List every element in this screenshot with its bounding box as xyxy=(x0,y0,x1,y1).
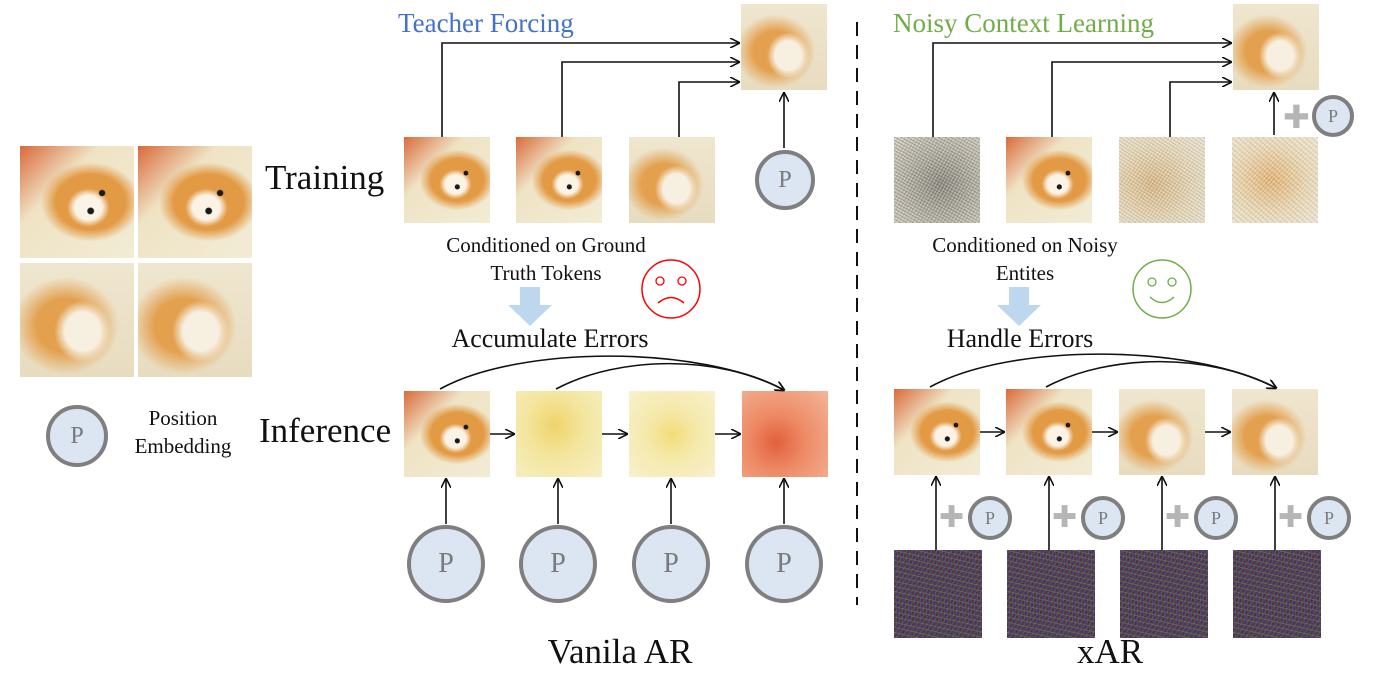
xar-caption: xAR xyxy=(1076,632,1144,671)
source-patch-bottom-left xyxy=(20,263,134,377)
conditioned-gt-line2: Truth Tokens xyxy=(490,261,602,285)
vanilla-infer-token-2 xyxy=(516,391,602,477)
xar-train-token-4 xyxy=(1232,137,1318,223)
xar-infer-position-embedding-3: P xyxy=(1194,496,1238,540)
position-label: Position xyxy=(148,406,218,430)
xar-noise-input-3 xyxy=(1120,550,1208,638)
xar-train-position-embedding: P xyxy=(1312,95,1354,137)
vanilla-train-token-2 xyxy=(516,137,602,223)
xar-infer-token-2 xyxy=(1006,389,1092,475)
xar-down-arrow-icon xyxy=(997,287,1041,326)
source-patch-bottom-right xyxy=(138,263,252,377)
xar-noise-input-1 xyxy=(894,550,982,638)
xar-infer-position-embedding-1: P xyxy=(968,496,1012,540)
conditioned-gt-line1: Conditioned on Ground xyxy=(446,233,646,257)
conditioned-noisy-line2: Entites xyxy=(995,261,1055,285)
sad-face-icon xyxy=(641,259,701,319)
vanilla-train-position-embedding: P xyxy=(755,150,815,210)
xar-train-token-2 xyxy=(1006,137,1092,223)
xar-infer-token-3 xyxy=(1119,389,1205,475)
xar-infer-position-embedding-2: P xyxy=(1081,496,1125,540)
vanilla-target-image xyxy=(741,4,827,90)
xar-train-token-3 xyxy=(1119,137,1205,223)
vanilla-train-token-1 xyxy=(404,137,490,223)
xar-infer-plus-icon-2: ✚ xyxy=(1052,500,1078,535)
xar-train-plus-icon: ✚ xyxy=(1283,98,1310,136)
vanilla-down-arrow-icon xyxy=(508,287,552,326)
vanilla-train-token-3 xyxy=(629,137,715,223)
inference-label: Inference xyxy=(259,411,392,450)
vanilla-infer-token-3 xyxy=(629,391,715,477)
vanilla-infer-token-1 xyxy=(404,391,490,477)
xar-training-arrows xyxy=(932,43,1274,137)
handle-errors-label: Handle Errors xyxy=(946,324,1094,353)
xar-noise-input-4 xyxy=(1233,550,1321,638)
training-label: Training xyxy=(265,158,385,197)
vanilla-infer-position-embedding-1: P xyxy=(407,525,485,603)
vanilla-infer-token-4 xyxy=(742,391,828,477)
xar-inference-arrows xyxy=(929,353,1276,550)
xar-train-token-1 xyxy=(894,137,980,223)
vanilla-teacher-forcing-arrows xyxy=(441,43,784,148)
source-patch-top-right xyxy=(138,146,252,258)
xar-infer-plus-icon-4: ✚ xyxy=(1278,500,1304,535)
xar-infer-position-embedding-4: P xyxy=(1307,496,1351,540)
xar-infer-plus-icon-1: ✚ xyxy=(939,500,965,535)
vanila-ar-caption: Vanila AR xyxy=(547,632,693,671)
source-patch-top-left xyxy=(20,146,134,258)
xar-infer-plus-icon-3: ✚ xyxy=(1165,500,1191,535)
xar-infer-token-4 xyxy=(1232,389,1318,475)
vanilla-infer-position-embedding-2: P xyxy=(519,525,597,603)
happy-face-icon xyxy=(1132,259,1192,319)
xar-target-image xyxy=(1233,4,1319,90)
noisy-context-learning-title: Noisy Context Learning xyxy=(893,8,1154,38)
xar-infer-token-1 xyxy=(894,389,980,475)
accumulate-errors-label: Accumulate Errors xyxy=(451,324,649,353)
xar-noise-input-2 xyxy=(1007,550,1095,638)
vanilla-inference-arrows xyxy=(439,355,784,524)
conditioned-noisy-line1: Conditioned on Noisy xyxy=(932,233,1118,257)
embedding-label: Embedding xyxy=(134,434,232,458)
vanilla-infer-position-embedding-3: P xyxy=(632,525,710,603)
vanilla-infer-position-embedding-4: P xyxy=(745,525,823,603)
teacher-forcing-title: Teacher Forcing xyxy=(398,8,574,38)
position-embedding-legend-icon: P xyxy=(46,405,108,467)
